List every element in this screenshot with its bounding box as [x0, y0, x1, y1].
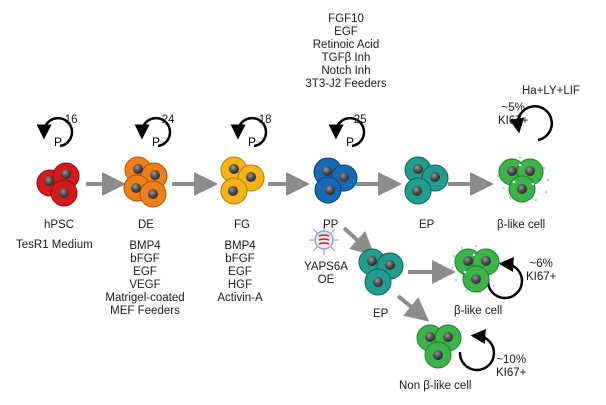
label-beta-top: β-like cell: [497, 219, 546, 231]
yap-label: YAPS6A OE: [304, 261, 348, 287]
label-hpsc: hPSC: [44, 219, 75, 231]
cell-cluster-beta-top: [496, 155, 550, 204]
cell-cluster-ep-top: [404, 156, 449, 205]
factor-pp-3: Retinoic Acid: [312, 39, 380, 51]
loop-label-pp: P: [346, 135, 354, 149]
factor-de-1: BMP4: [129, 240, 161, 252]
loop-hpsc: [36, 116, 74, 148]
factor-fg-4: HGF: [227, 279, 253, 291]
factor-pp-5: Notch Inh: [321, 65, 371, 77]
cell-cluster-hpsc: [36, 162, 80, 207]
factor-pp-6: 3T3-J2 Feeders: [305, 78, 387, 90]
medium-hpsc: TesR1 Medium: [16, 239, 93, 251]
treatment-beta-top: Ha+LY+LIF: [522, 85, 580, 97]
main-flow-arrows: [86, 172, 494, 322]
factors-pp: FGF10 EGF Retinoic Acid TGFβ Inh Notch I…: [296, 13, 396, 91]
label-pp: PP: [323, 219, 339, 231]
count-de: ~24: [155, 114, 175, 126]
loop-label-hpsc: P: [54, 135, 62, 149]
factor-de-6: MEF Feeders: [110, 305, 180, 317]
factors-de: BMP4 bFGF EGF VEGF Matrigel-coated MEF F…: [105, 240, 185, 318]
label-de: DE: [138, 219, 154, 231]
stat-beta-top: ~5% KI67+: [498, 102, 528, 128]
stat-beta-bottom-marker: KI67+: [526, 271, 557, 283]
stat-non-beta-marker: KI67+: [496, 367, 527, 379]
cell-cluster-pp: [313, 157, 358, 204]
stat-beta-top-marker: KI67+: [498, 115, 529, 127]
factor-pp-4: TGFβ Inh: [321, 52, 371, 64]
loop-pp: [328, 116, 366, 148]
count-pp: ~25: [347, 114, 367, 126]
loop-beta-bottom: [486, 256, 524, 300]
stat-beta-bottom: ~6% KI67+: [526, 258, 556, 284]
label-ep-top: EP: [419, 219, 435, 231]
stat-beta-top-percent: ~5%: [501, 102, 525, 114]
yap-line-2: OE: [317, 274, 335, 286]
virus-icon: [309, 225, 339, 255]
yap-line-1: YAPS6A: [304, 261, 348, 273]
factor-de-2: bFGF: [130, 253, 160, 265]
proliferation-loops: [36, 105, 554, 372]
factor-fg-3: EGF: [228, 266, 252, 278]
factor-fg-5: Activin-A: [217, 292, 263, 304]
loop-label-fg: P: [248, 135, 256, 149]
cell-cluster-non-beta: [416, 324, 462, 369]
factor-de-3: EGF: [133, 266, 157, 278]
factor-fg-2: bFGF: [225, 253, 255, 265]
loop-label-de: P: [152, 135, 160, 149]
cell-cluster-de: [123, 156, 168, 208]
factors-fg: BMP4 bFGF EGF HGF Activin-A: [210, 240, 270, 305]
loop-fg: [230, 116, 268, 148]
cell-cluster-fg: [220, 156, 265, 205]
cell-cluster-beta-bottom: [450, 244, 500, 294]
label-fg: FG: [234, 219, 250, 231]
label-ep-bottom: EP: [373, 308, 389, 320]
label-beta-bottom: β-like cell: [454, 305, 503, 317]
factor-fg-1: BMP4: [224, 240, 256, 252]
cell-cluster-ep-bottom: [358, 248, 404, 296]
stat-non-beta-percent: ~10%: [496, 354, 527, 366]
loop-nonbeta: [458, 328, 496, 372]
arrow-ep-nonbeta: [396, 294, 430, 322]
factor-pp-1: FGF10: [328, 13, 364, 25]
factor-de-4: VEGF: [129, 279, 161, 291]
count-hpsc: ~16: [58, 114, 78, 126]
stat-beta-bottom-percent: ~6%: [529, 258, 553, 270]
label-non-beta: Non β-like cell: [399, 380, 472, 392]
loop-beta-top: [509, 105, 554, 142]
factor-de-5: Matrigel-coated: [105, 292, 185, 304]
loop-de: [134, 116, 172, 148]
arrow-pp-ep-bottom: [342, 226, 375, 257]
count-fg: ~18: [252, 114, 272, 126]
stat-non-beta: ~10% KI67+: [496, 354, 526, 380]
factor-pp-2: EGF: [334, 26, 358, 38]
